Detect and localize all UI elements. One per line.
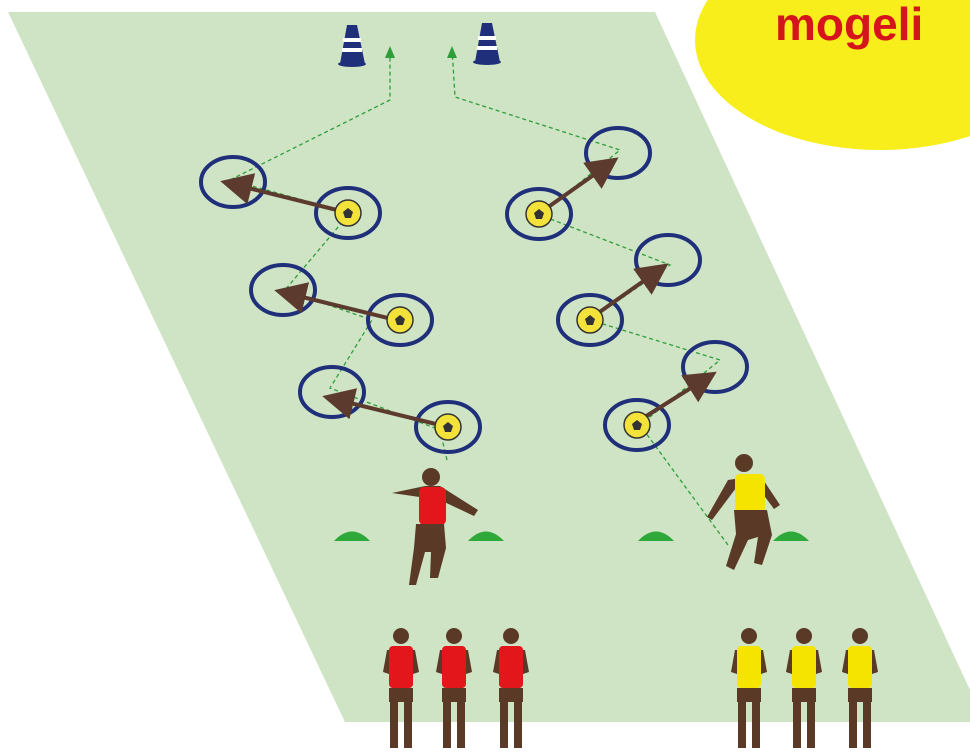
ball-icon bbox=[577, 307, 603, 333]
ball-icon bbox=[526, 201, 552, 227]
badge-title: mogeli bbox=[775, 0, 923, 50]
ball-icon bbox=[624, 412, 650, 438]
title-badge: mogeli bbox=[695, 0, 970, 150]
ball-icon bbox=[435, 414, 461, 440]
waiting-red-players bbox=[383, 628, 529, 748]
ball-icon bbox=[335, 200, 361, 226]
waiting-yellow-players bbox=[731, 628, 878, 748]
ball-icon bbox=[387, 307, 413, 333]
